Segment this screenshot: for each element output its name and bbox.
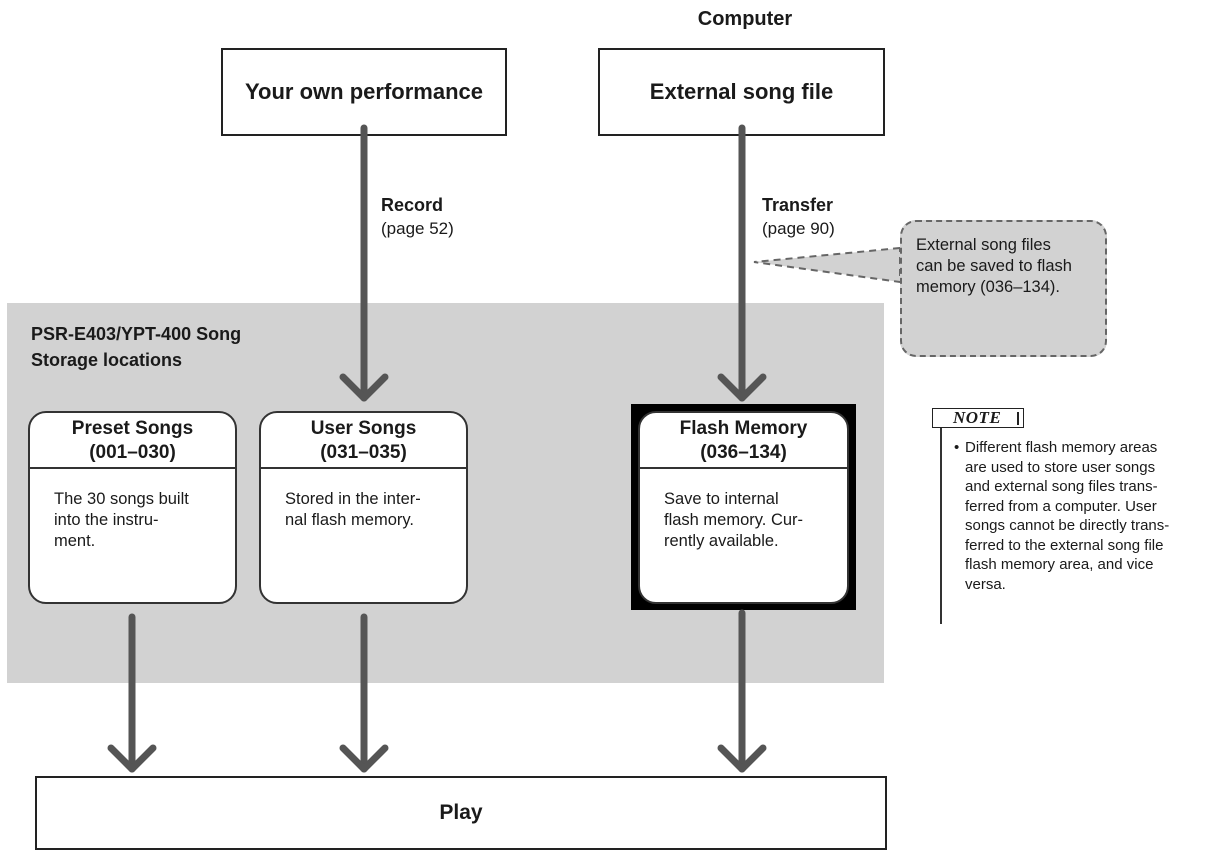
play-box: Play	[35, 776, 887, 850]
transfer-arrow	[717, 124, 767, 402]
flash-play-arrow	[717, 609, 767, 773]
preset-play-arrow	[107, 613, 157, 773]
card-header: User Songs (031–035)	[261, 413, 466, 469]
note-tag-mark	[1017, 412, 1019, 425]
note-text: • Different flash memory areas are used …	[954, 439, 1170, 593]
note-tag-box: NOTE	[932, 408, 1024, 428]
note-rule	[940, 428, 942, 624]
record-arrow	[339, 124, 389, 402]
external-song-file-box: External song file	[598, 48, 885, 136]
storage-title: PSR-E403/YPT-400 Song Storage locations	[31, 324, 242, 370]
card-header: Flash Memory (036–134)	[640, 413, 847, 469]
card-header: Preset Songs (001–030)	[30, 413, 235, 469]
user-songs-card: User Songs (031–035) Stored in the inter…	[259, 411, 468, 604]
user-play-arrow	[339, 613, 389, 773]
card-description: Save to internal flash memory. Cur- rent…	[664, 490, 804, 550]
card-description: The 30 songs built into the instru- ment…	[54, 490, 189, 550]
card-description: Stored in the inter- nal flash memory.	[285, 490, 421, 529]
callout-pointer	[753, 246, 901, 284]
record-label: Record (page 52)	[381, 195, 454, 238]
computer-label: Computer	[697, 8, 793, 30]
own-performance-box: Your own performance	[221, 48, 507, 136]
transfer-label: Transfer (page 90)	[762, 195, 835, 238]
preset-songs-card: Preset Songs (001–030) The 30 songs buil…	[28, 411, 237, 604]
callout-bubble: External song files can be saved to flas…	[900, 220, 1107, 357]
flash-memory-card: Flash Memory (036–134) Save to internal …	[638, 411, 849, 604]
